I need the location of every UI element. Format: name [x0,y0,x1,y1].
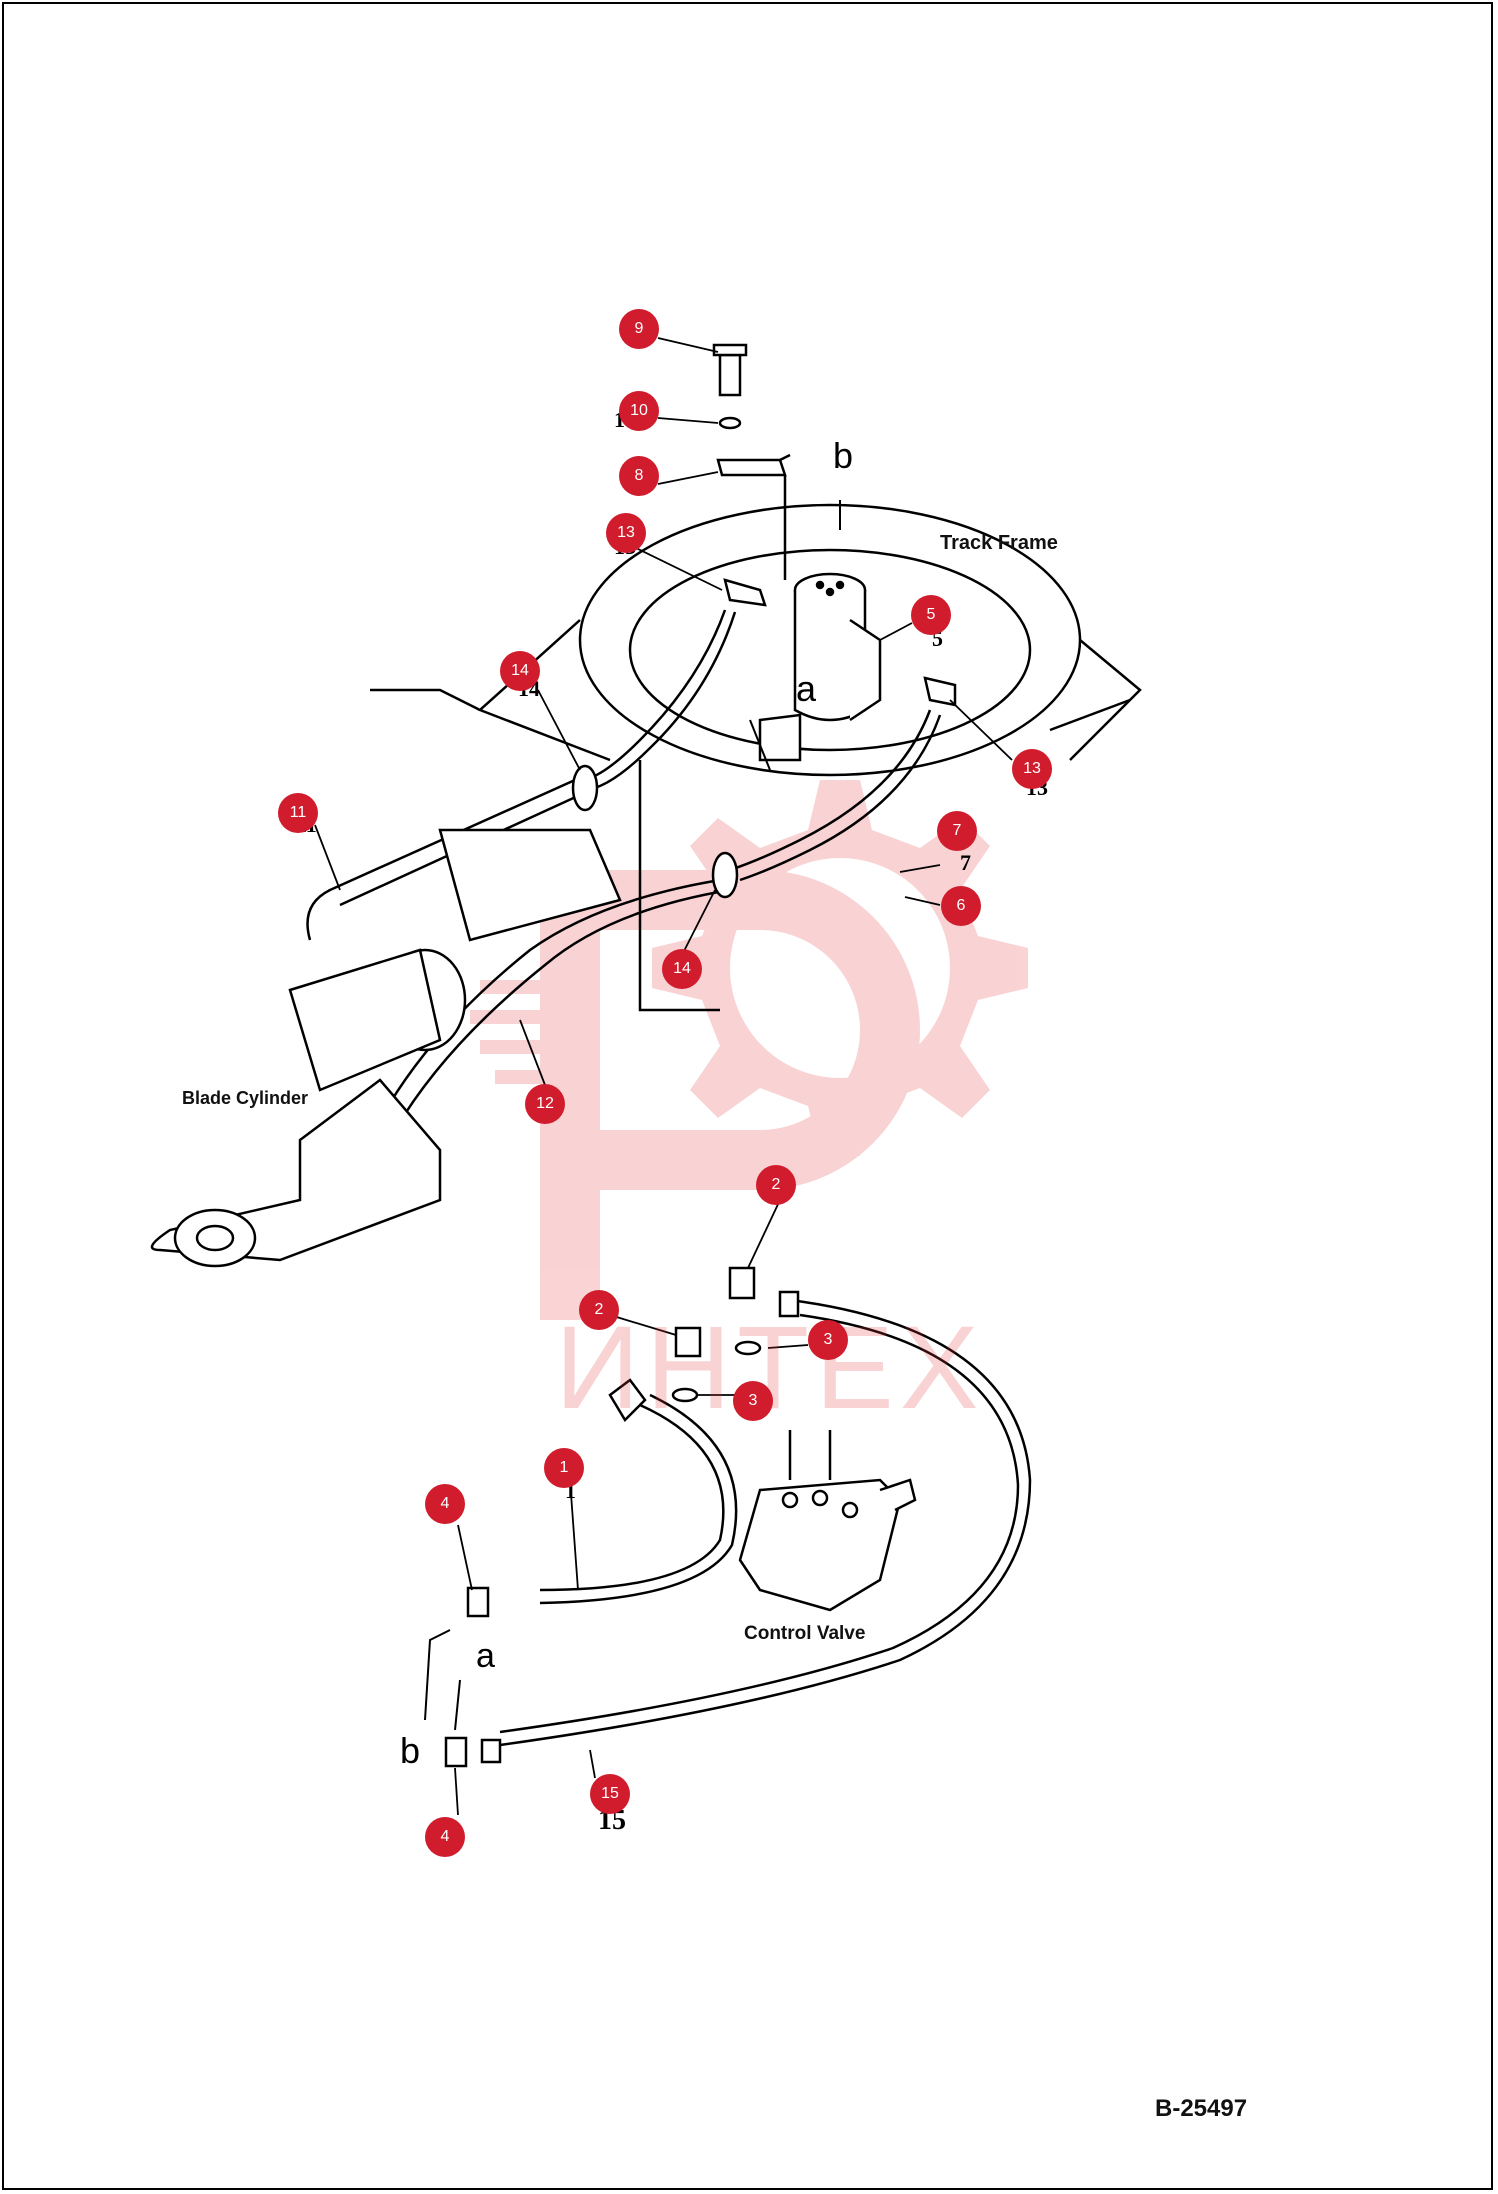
blade-cylinder [150,828,622,1268]
connection-arrows [424,500,841,1731]
callout-15: 15 [590,1774,630,1814]
callout-3: 3 [733,1381,773,1421]
callout-4: 4 [425,1817,465,1857]
track-frame [370,503,1142,1012]
drawing-number: B-25497 [1155,2095,1248,2122]
letter-a-bottom: a [476,1637,495,1675]
callout-1: 1 [544,1448,584,1488]
letter-b-bottom: b [400,1730,421,1771]
swivel-joint [758,572,882,762]
callout-12: 12 [525,1084,565,1124]
callout-3: 3 [808,1320,848,1360]
callout-2: 2 [756,1165,796,1205]
callout-13: 13 [1012,749,1052,789]
bracket-bolt-assembly [712,343,791,580]
printed-number: 7 [960,850,971,875]
callout-2: 2 [579,1290,619,1330]
callout-10: 10 [619,391,659,431]
elbow-fittings [723,578,957,707]
callout-5: 5 [911,595,951,635]
pipe-clamps [571,764,739,899]
blade-cylinder-label: Blade Cylinder [182,1088,309,1108]
callout-6: 6 [941,886,981,926]
callout-13: 13 [606,513,646,553]
printed-number: 5 [932,626,943,651]
control-valve-label: Control Valve [744,1623,866,1644]
control-valve [738,1430,917,1612]
lower-hoses [499,1298,1032,1747]
letter-b-top: b [833,435,854,476]
leader-lines [314,337,1013,1816]
callout-8: 8 [619,456,659,496]
watermark-text: ИНТЕХ [555,1302,985,1434]
callout-14: 14 [500,651,540,691]
track-frame-label: Track Frame [940,532,1058,554]
letter-a-top: a [796,668,817,709]
callout-11: 11 [278,793,318,833]
callout-14: 14 [662,949,702,989]
callout-7: 7 [937,811,977,851]
callout-9: 9 [619,309,659,349]
fittings [444,1266,800,1768]
callout-4: 4 [425,1484,465,1524]
printed-number: 1 [565,1478,576,1503]
watermark-logo [470,780,1028,1320]
